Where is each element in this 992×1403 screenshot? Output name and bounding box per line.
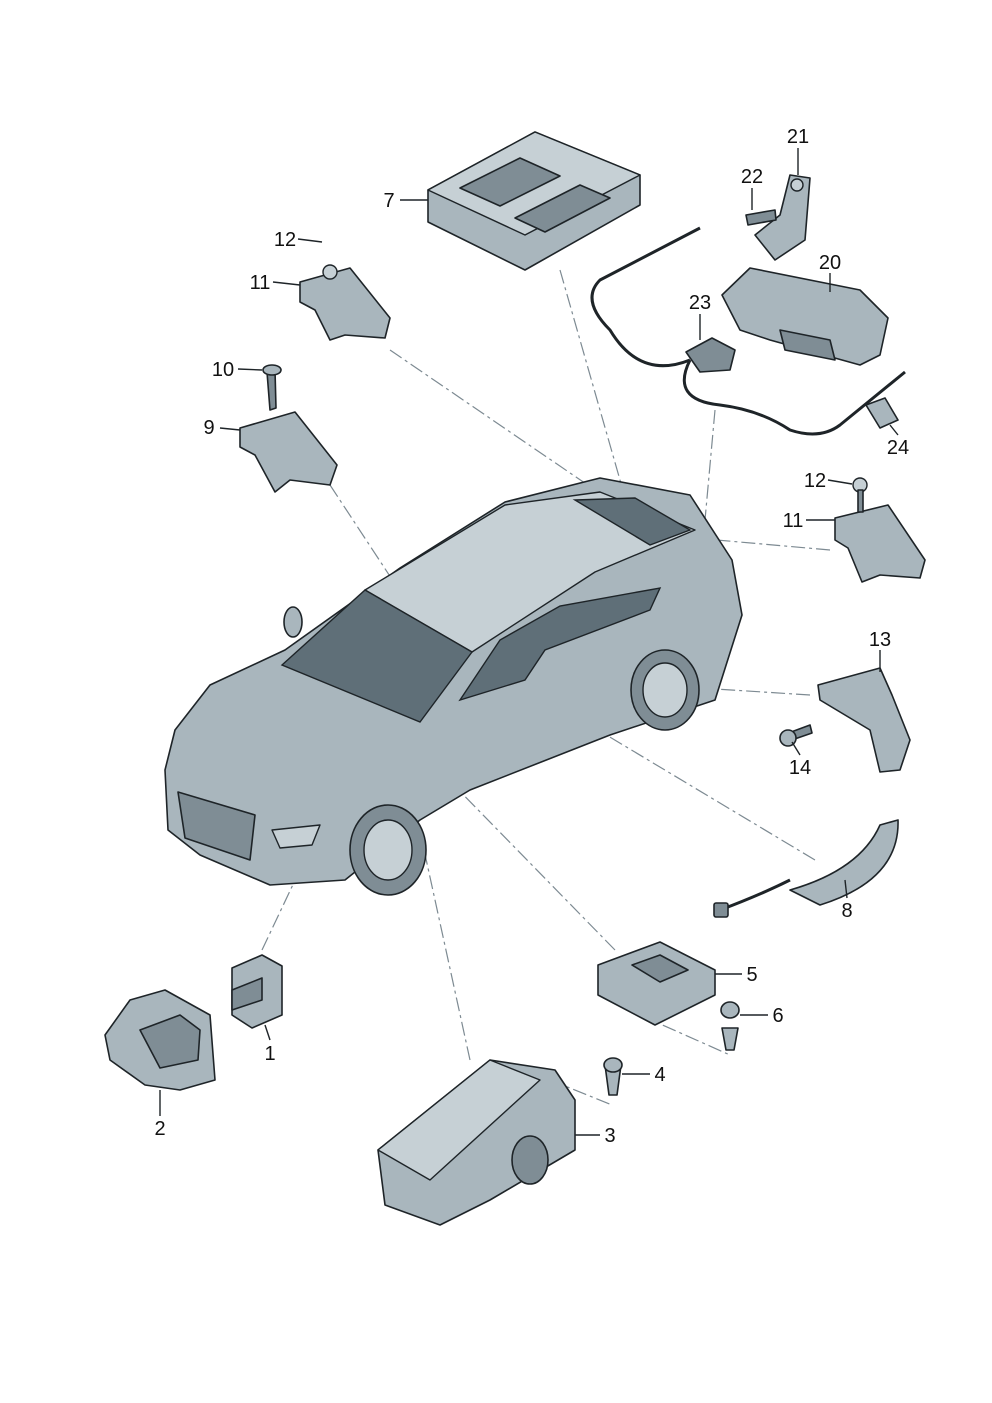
callout-22: 22 xyxy=(741,166,763,188)
part-20-antenna-module xyxy=(590,174,906,436)
callout-9: 9 xyxy=(203,417,214,439)
part-9-antenna xyxy=(239,364,338,493)
part-5-module xyxy=(597,941,740,1051)
callout-labels: 7 21 22 12 20 11 23 10 9 24 12 11 13 14 … xyxy=(154,126,909,1147)
grille xyxy=(177,791,256,861)
car-body xyxy=(164,477,743,886)
callout-11-right: 11 xyxy=(783,510,804,532)
callout-10: 10 xyxy=(212,359,234,381)
callout-20: 20 xyxy=(819,252,841,274)
callout-14: 14 xyxy=(789,757,811,779)
callout-3: 3 xyxy=(604,1125,615,1147)
rear-window xyxy=(572,497,692,546)
part-8-door-handle-sensor xyxy=(713,819,899,918)
callout-7: 7 xyxy=(383,190,394,212)
car-illustration xyxy=(164,477,743,896)
callout-8: 8 xyxy=(841,900,852,922)
callout-12-left: 12 xyxy=(274,229,296,251)
part-11-antenna-left xyxy=(299,264,391,341)
rear-rim xyxy=(642,662,688,718)
callout-ticks xyxy=(159,148,899,1136)
callout-11-left: 11 xyxy=(250,272,271,294)
callout-2: 2 xyxy=(154,1118,165,1140)
part-1-switch xyxy=(231,954,283,1029)
part-13-antenna-rear xyxy=(779,667,911,773)
callout-1: 1 xyxy=(264,1043,275,1065)
callout-13: 13 xyxy=(869,629,891,651)
callout-24: 24 xyxy=(887,437,909,459)
mirror xyxy=(283,606,303,638)
callout-21: 21 xyxy=(787,126,809,148)
part-11-antenna-right xyxy=(834,477,926,583)
part-3-control-module xyxy=(377,1057,623,1226)
windshield xyxy=(280,589,474,723)
callout-12-right: 12 xyxy=(804,470,826,492)
callout-5: 5 xyxy=(746,964,757,986)
callout-4: 4 xyxy=(654,1064,665,1086)
callout-23: 23 xyxy=(689,292,711,314)
callout-6: 6 xyxy=(772,1005,783,1027)
side-windows xyxy=(458,587,662,702)
headlight xyxy=(271,824,321,849)
part-2-bracket xyxy=(104,989,216,1091)
part-7-control-unit xyxy=(427,131,641,271)
front-rim xyxy=(363,819,413,881)
